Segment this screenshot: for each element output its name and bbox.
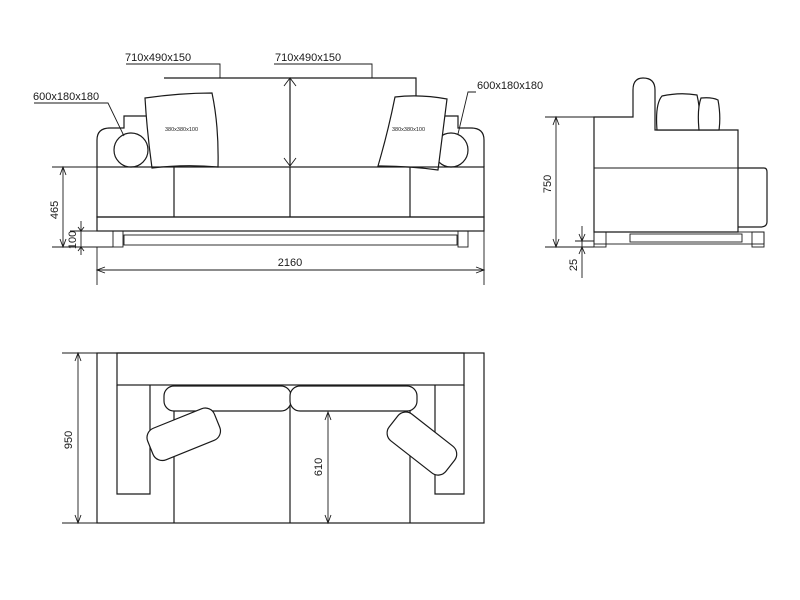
dim-25: 25 — [568, 259, 580, 271]
top-back-rail — [116, 352, 465, 386]
side-leg-back — [593, 231, 607, 248]
square-pillow-right-label: 380x380x100 — [392, 127, 425, 133]
square-pillow-left-label: 380x380x100 — [165, 127, 198, 133]
dim-arrows-100 — [77, 226, 85, 252]
top-pillow-left — [146, 407, 222, 462]
label-cushion-right: 710x490x150 — [275, 52, 341, 64]
leg-left — [112, 230, 124, 248]
leader-roll-left — [34, 102, 125, 137]
dim-arrows-610 — [324, 410, 332, 525]
side-leg-front — [751, 231, 765, 248]
dim-100: 100 — [67, 231, 79, 249]
front-view: 380x380x100 380x380x100 710x490x150 710x… — [33, 52, 543, 285]
side-pillow-1 — [655, 93, 701, 131]
leader-cushion-left — [126, 63, 221, 78]
leader-cushion-right — [274, 63, 373, 78]
label-cushion-left: 710x490x150 — [125, 52, 191, 64]
side-back — [593, 77, 739, 233]
dim-465: 465 — [49, 201, 61, 219]
mechanism-bar — [123, 234, 458, 246]
top-pillow-right — [386, 411, 458, 476]
side-view: 750 25 — [542, 77, 768, 278]
label-roll-right: 600x180x180 — [477, 80, 543, 92]
leg-right — [457, 230, 469, 248]
side-seat-front — [738, 167, 768, 228]
dim-2160: 2160 — [278, 257, 302, 269]
dim-950: 950 — [63, 431, 75, 449]
armrest-left — [96, 115, 146, 167]
top-arm-left — [116, 385, 151, 495]
base-frame — [96, 216, 485, 232]
top-back-cushion-left — [163, 385, 292, 412]
label-roll-left: 600x180x180 — [33, 91, 99, 103]
top-back-cushion-right — [289, 385, 418, 412]
dim-arrows-750 — [552, 115, 560, 249]
side-mechanism — [629, 233, 743, 243]
dim-750: 750 — [542, 175, 554, 193]
dim-arrows-950 — [74, 351, 82, 525]
dim-arrows-465 — [59, 165, 67, 249]
top-view: 950 610 — [62, 351, 485, 525]
armrest-right — [440, 115, 485, 167]
side-pillow-2 — [697, 97, 721, 131]
dim-arrows-25 — [578, 233, 586, 255]
square-pillow-right — [377, 95, 448, 171]
cushion-depth-arrows — [283, 77, 297, 167]
dim-arrows-2160 — [95, 266, 486, 274]
leader-roll-right — [457, 91, 476, 135]
dim-610: 610 — [313, 458, 325, 476]
roll-pillow-left — [113, 132, 149, 168]
